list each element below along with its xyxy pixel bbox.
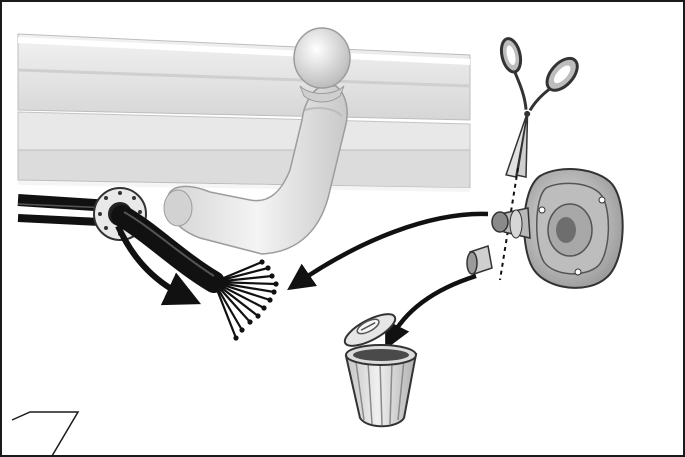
bumper (18, 34, 470, 190)
